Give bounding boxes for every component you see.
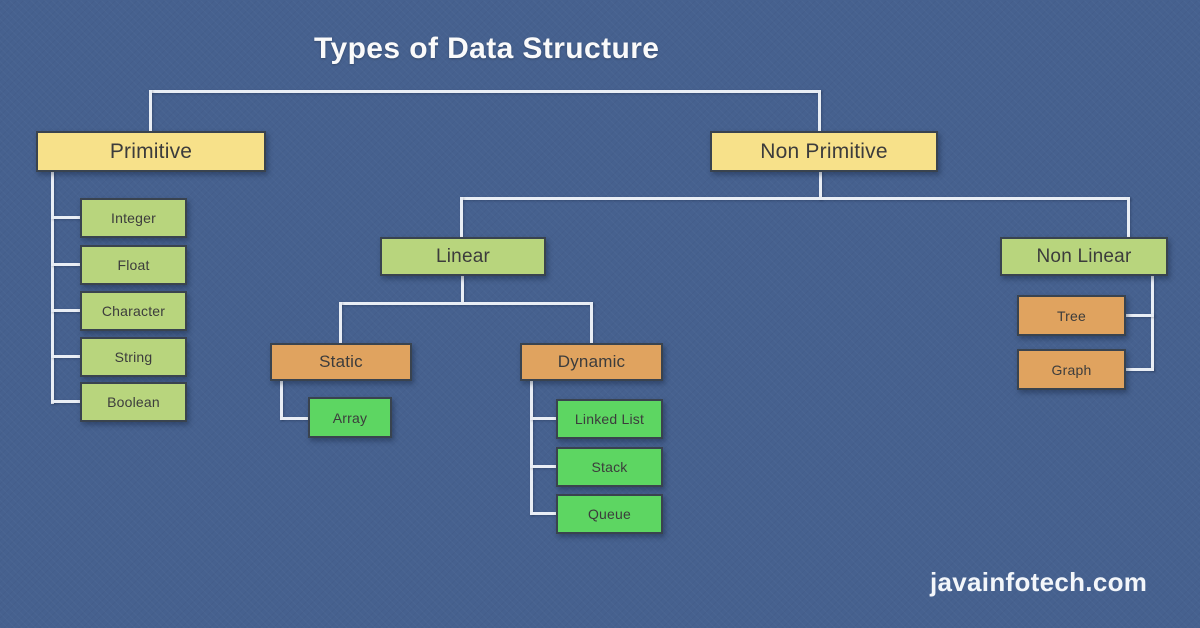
connector-to-tree [1126, 314, 1154, 317]
connector-non-linear-children-vertical [1151, 276, 1154, 371]
connector-to-queue [530, 512, 556, 515]
connector-linear-stem [461, 276, 464, 304]
connector-to-graph [1126, 368, 1154, 371]
connector-to-stack [530, 465, 556, 468]
connector-to-integer [51, 216, 81, 219]
node-string: String [80, 337, 187, 377]
node-boolean: Boolean [80, 382, 187, 422]
node-stack: Stack [556, 447, 663, 487]
connector-to-static [339, 302, 342, 343]
node-graph: Graph [1017, 349, 1126, 390]
node-dynamic: Dynamic [520, 343, 663, 381]
connector-level2-horizontal [460, 197, 1130, 200]
connector-static-children-vertical [280, 381, 283, 420]
node-float: Float [80, 245, 187, 285]
connector-to-string [51, 355, 81, 358]
node-primitive: Primitive [36, 131, 266, 172]
connector-to-character [51, 309, 81, 312]
node-integer: Integer [80, 198, 187, 238]
page-title: Types of Data Structure [314, 32, 660, 65]
node-queue: Queue [556, 494, 663, 534]
node-linear: Linear [380, 237, 546, 276]
connector-dynamic-children-vertical [530, 381, 533, 515]
connector-to-array [280, 417, 308, 420]
connector-root-horizontal [149, 90, 821, 93]
node-array: Array [308, 397, 392, 438]
connector-to-linear [460, 197, 463, 237]
node-tree: Tree [1017, 295, 1126, 336]
node-non-primitive: Non Primitive [710, 131, 938, 172]
connector-to-linked-list [530, 417, 556, 420]
node-non-linear: Non Linear [1000, 237, 1168, 276]
node-linked-list: Linked List [556, 399, 663, 439]
connector-to-float [51, 263, 81, 266]
connector-to-boolean [51, 400, 81, 403]
watermark-text: javainfotech.com [930, 567, 1148, 597]
connector-to-non-linear [1127, 197, 1130, 237]
connector-to-dynamic [590, 302, 593, 343]
connector-root-to-non-primitive [818, 90, 821, 131]
connector-non-primitive-stem [819, 171, 822, 200]
node-character: Character [80, 291, 187, 331]
connector-root-to-primitive [149, 90, 152, 131]
connector-primitive-children-vertical [51, 171, 54, 404]
connector-level3-horizontal [339, 302, 593, 305]
node-static: Static [270, 343, 412, 381]
